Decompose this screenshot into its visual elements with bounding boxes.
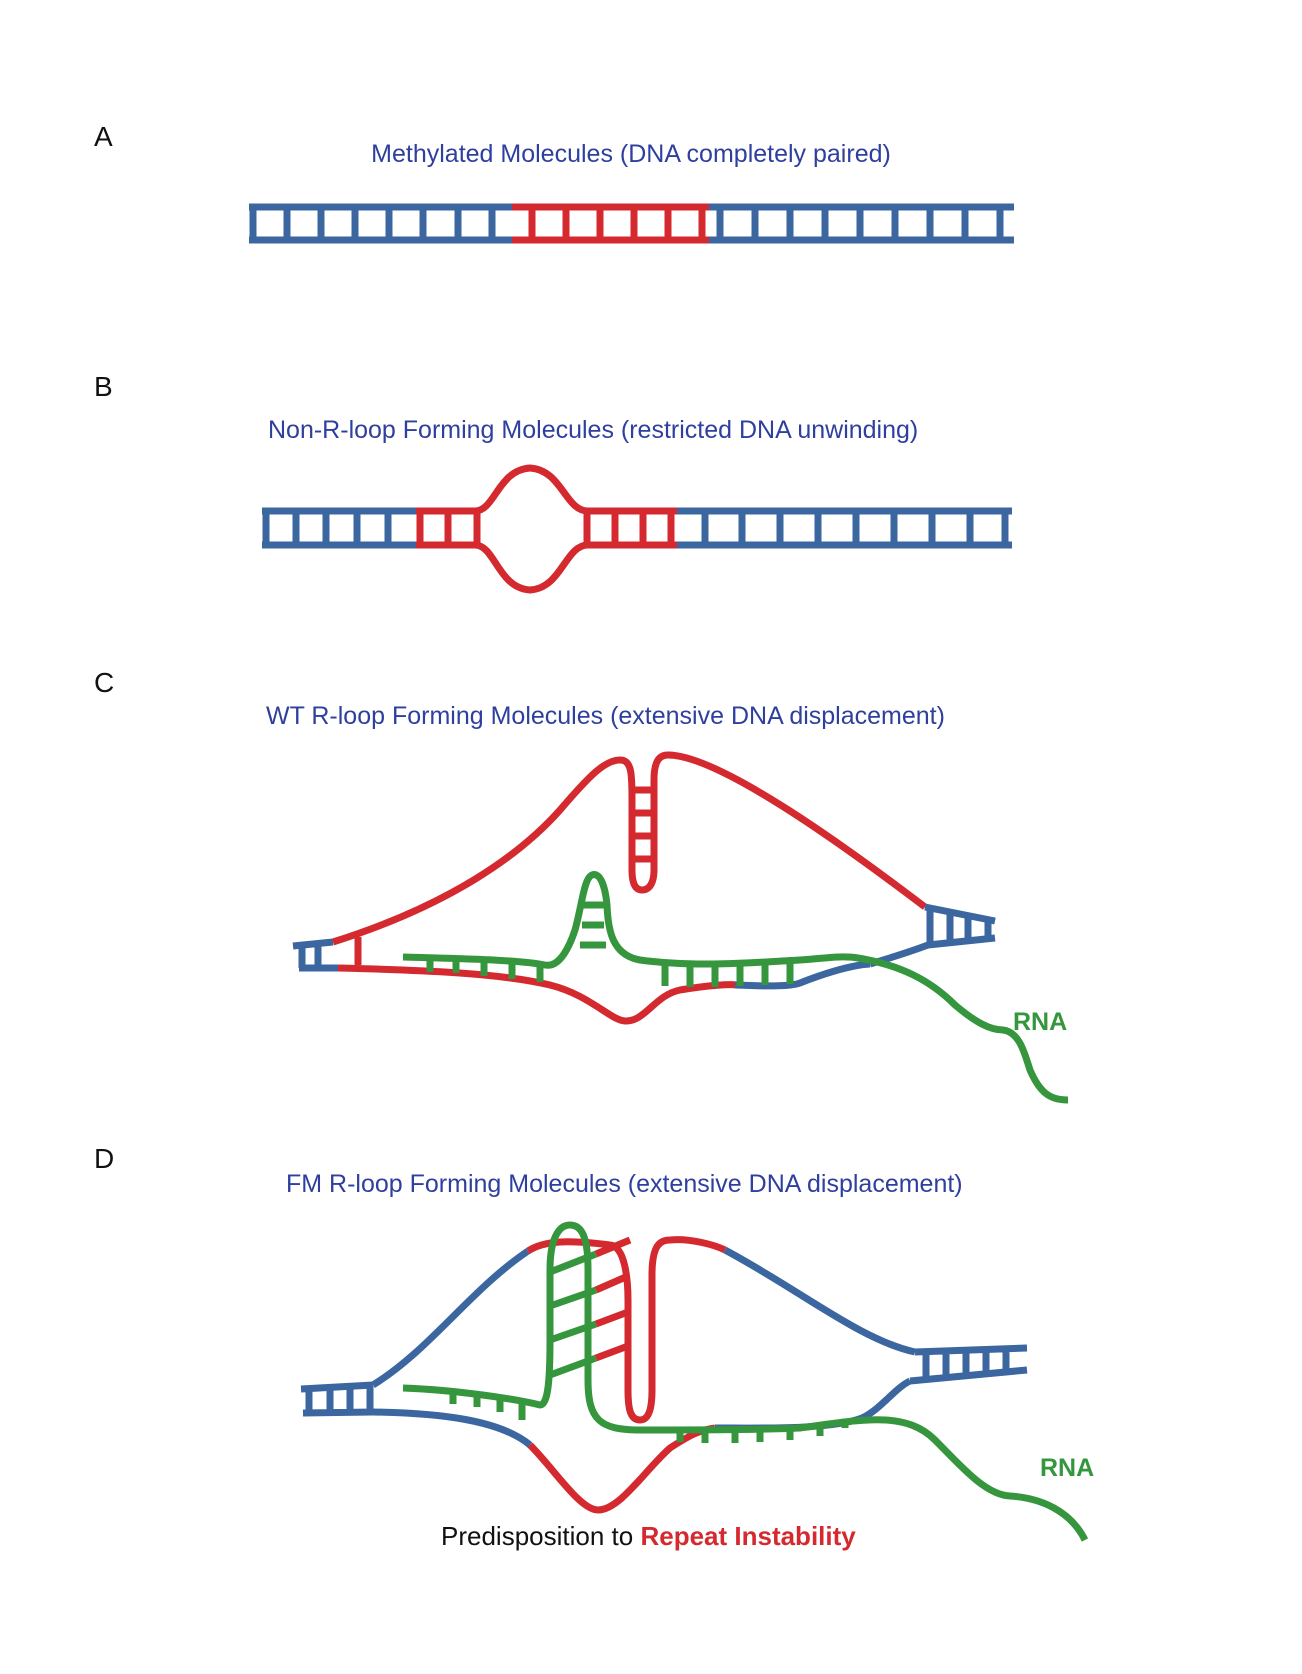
panel-c-displaced-strand: [331, 751, 928, 946]
panel-c-title: WT R-loop Forming Molecules (extensive D…: [266, 702, 945, 730]
panel-c: C WT R-loop Forming Molecules (extensive…: [94, 667, 1069, 1104]
panel-d-template-red: [527, 1424, 716, 1514]
panel-c-template-strand-blue: [734, 960, 871, 990]
panel-d-letter: D: [94, 1143, 114, 1174]
panel-d-displaced-red: [526, 1236, 727, 1424]
panel-c-rna-rungs: [426, 901, 794, 987]
panel-a-flank-strands: [249, 203, 1014, 244]
panel-c-letter: C: [94, 667, 114, 698]
panel-a-repeat-rungs: [528, 207, 706, 240]
panel-a-letter: A: [94, 121, 113, 152]
panel-a: A Methylated Molecules (DNA completely p…: [94, 121, 1014, 244]
panel-b-repeat-top-strand: [416, 464, 677, 515]
instability-caption: Predisposition to Repeat Instability: [441, 1521, 856, 1551]
panel-d: D FM R-loop Forming Molecules (extensive…: [94, 1143, 1094, 1551]
panel-d-rna-strand: [402, 1221, 1089, 1542]
panel-d-template-blue-left: [372, 1408, 533, 1448]
panel-c-hairpin-rungs: [354, 786, 654, 965]
panel-b-letter: B: [94, 371, 113, 402]
panel-c-left-dna-stub: [292, 938, 338, 972]
panel-b-duplex: [262, 464, 1012, 594]
caption-prefix: Predisposition to: [441, 1521, 640, 1551]
panel-a-repeat-strands: [512, 203, 709, 244]
panel-d-rna-rungs: [449, 1250, 849, 1443]
panel-d-r-loop: RNA: [300, 1221, 1094, 1542]
panel-c-r-loop: RNA: [292, 751, 1069, 1104]
panel-d-displaced-blue-right: [723, 1246, 916, 1356]
panel-d-displaced-blue-left: [371, 1248, 530, 1388]
panel-b-flank-strands: [262, 507, 1012, 549]
panel-c-right-dna-stub: [868, 903, 996, 968]
panel-b-repeat-bottom-strand: [416, 541, 677, 594]
panel-b: B Non-R-loop Forming Molecules (restrict…: [94, 371, 1012, 594]
panel-d-title: FM R-loop Forming Molecules (extensive D…: [286, 1170, 963, 1198]
panel-d-left-dna-stub: [300, 1381, 374, 1417]
caption-highlight: Repeat Instability: [640, 1521, 856, 1551]
panel-d-right-dna-stub: [860, 1344, 1028, 1422]
panel-a-title: Methylated Molecules (DNA completely pai…: [371, 140, 891, 168]
panel-b-title: Non-R-loop Forming Molecules (restricted…: [268, 416, 918, 444]
panel-b-repeat-rungs: [416, 511, 675, 545]
panel-c-rna-label: RNA: [1013, 1008, 1067, 1036]
panel-a-dna-rungs: [249, 207, 1004, 240]
panel-d-repeat-rungs: [594, 1236, 632, 1362]
panel-b-dna-rungs: [262, 511, 1009, 545]
panel-d-rna-label: RNA: [1040, 1454, 1094, 1482]
panel-a-duplex: [249, 203, 1014, 244]
